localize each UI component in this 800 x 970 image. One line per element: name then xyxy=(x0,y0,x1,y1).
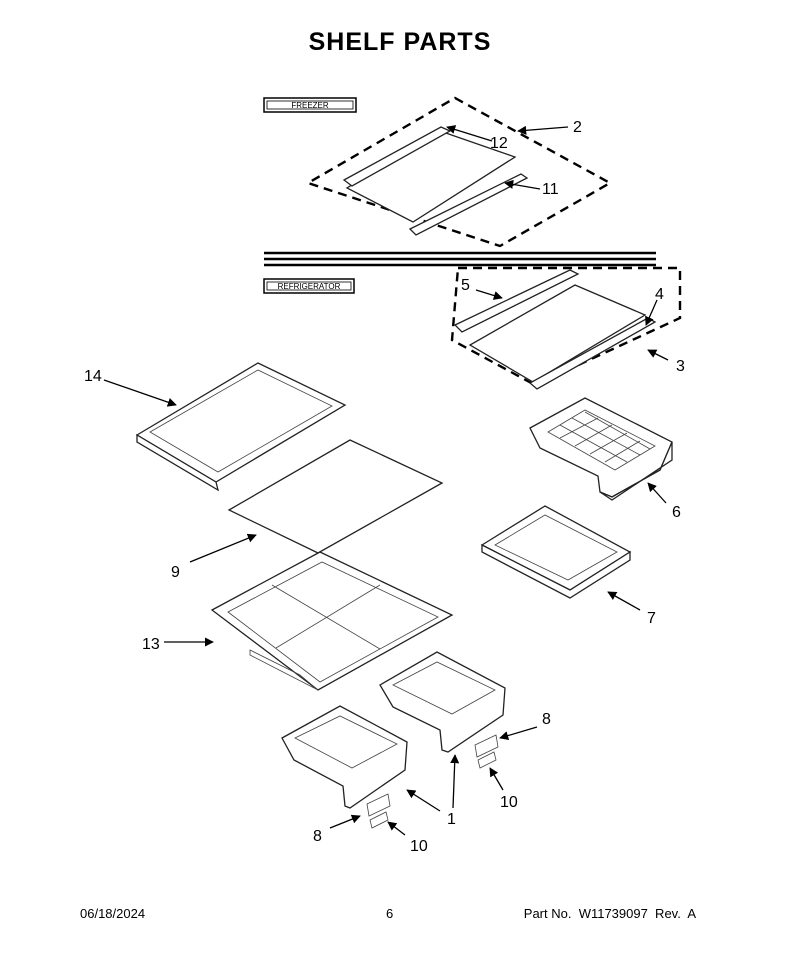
footer-page-number: 6 xyxy=(386,906,394,921)
callout-9: 9 xyxy=(171,564,180,581)
callout-6: 6 xyxy=(672,504,681,521)
callout-2: 2 xyxy=(573,119,582,136)
svg-text:REFRIGERATOR: REFRIGERATOR xyxy=(278,282,341,291)
footer-date: 06/18/2024 xyxy=(80,906,146,921)
callout-arrows xyxy=(103,125,669,836)
crisper-bin-part-6 xyxy=(529,397,673,501)
freezer-shelf-assembly xyxy=(305,96,613,248)
callout-4: 4 xyxy=(655,286,664,303)
callout-10-left: 10 xyxy=(410,838,428,855)
callout-10-right: 10 xyxy=(500,794,518,811)
refrigerator-top-shelf-assembly xyxy=(450,266,682,390)
crisper-drawer-right-part-1 xyxy=(379,651,506,753)
crisper-cover-frame-part-13 xyxy=(210,551,454,691)
page-title: SHELF PARTS xyxy=(308,28,492,56)
callout-3: 3 xyxy=(676,358,685,375)
callout-8-right: 8 xyxy=(542,711,551,728)
crisper-drawer-left-part-1 xyxy=(281,705,408,809)
callout-7: 7 xyxy=(647,610,656,627)
glass-shelf-part-14 xyxy=(135,362,347,492)
section-divider xyxy=(264,251,656,267)
callout-13: 13 xyxy=(142,636,160,653)
svg-text:FREEZER: FREEZER xyxy=(291,101,329,110)
tray-part-7 xyxy=(480,505,632,599)
footer-part-number: Part No. W11739097 Rev. A xyxy=(523,906,696,921)
callout-12: 12 xyxy=(490,135,508,152)
callout-8-left: 8 xyxy=(313,828,322,845)
callout-5: 5 xyxy=(461,277,470,294)
callout-11: 11 xyxy=(542,181,559,198)
glass-part-9 xyxy=(227,439,444,554)
slide-guide-right-parts-8-10 xyxy=(474,734,499,769)
callout-14: 14 xyxy=(84,368,102,385)
freezer-label: FREEZER xyxy=(263,97,357,113)
callout-1: 1 xyxy=(447,811,456,828)
slide-guide-left-parts-8-10 xyxy=(366,793,391,829)
refrigerator-label: REFRIGERATOR xyxy=(263,278,355,294)
